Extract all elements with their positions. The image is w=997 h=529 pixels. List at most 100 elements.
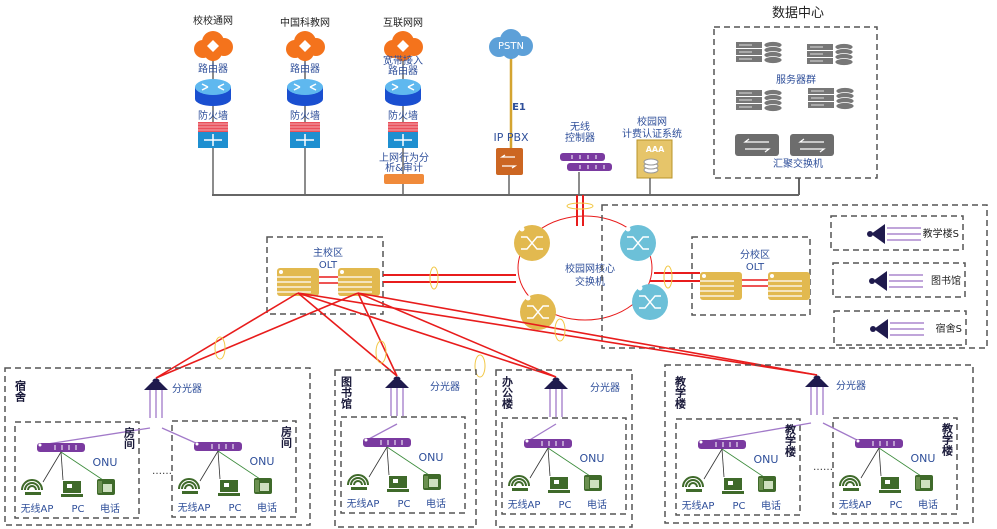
pc-icon (879, 477, 901, 493)
router-icon (195, 79, 231, 106)
pc-icon (722, 478, 744, 494)
ap-label: 无线AP (839, 498, 872, 511)
phone-icon (423, 474, 441, 490)
room-label: 房间 (280, 425, 293, 449)
pstn-label: PSTN (498, 41, 524, 52)
server-cluster-label: 服务器群 (776, 73, 816, 86)
olt-icon (338, 268, 380, 296)
audit-label: 上网行为分 (379, 151, 429, 164)
onu-label: ONU (419, 451, 444, 464)
branch-building-box (833, 310, 967, 346)
building-box-office (495, 369, 633, 528)
router-label: 宽带接入 (383, 54, 423, 67)
link-line (878, 447, 882, 477)
phone-label: 电话 (100, 502, 120, 515)
core-switch-icon (620, 225, 656, 261)
wlc-label: 控制器 (565, 131, 595, 144)
link-line (386, 446, 430, 476)
core-switch-icon (520, 294, 556, 330)
pc-icon (548, 477, 570, 493)
pc-icon (61, 481, 83, 497)
room-label: 房间 (123, 426, 136, 450)
branch-building-label: 图书馆 (931, 274, 961, 287)
wireless-controller-icon (560, 153, 612, 171)
cloud-icon (194, 31, 233, 61)
label: OLT (319, 260, 338, 271)
room-box (340, 416, 466, 514)
aaa-server-icon: AAA (636, 139, 673, 179)
ap-label: 无线AP (508, 498, 541, 511)
building-box-dorm (4, 367, 311, 526)
link-aggregation-mark (663, 265, 673, 289)
datacenter-box (713, 26, 878, 179)
onu-label: ONU (93, 456, 118, 469)
olt-icon (277, 268, 319, 296)
link-line (547, 447, 591, 477)
pc-label: PC (558, 500, 571, 511)
onu-label: ONU (754, 453, 779, 466)
building-label: 图书馆 (340, 376, 353, 410)
room-box (14, 421, 140, 519)
link-line (529, 447, 549, 479)
pc-label: PC (889, 500, 902, 511)
server-icon (807, 43, 854, 66)
aggregation-switch-icon (735, 134, 779, 156)
network-label: 互联网网 (383, 17, 423, 29)
server-icon (736, 89, 783, 112)
wireless-ap-icon (839, 475, 861, 491)
router-label: 路由器 (388, 64, 418, 77)
wireless-ap-icon (178, 478, 200, 494)
pc-label: PC (397, 499, 410, 510)
link-line (217, 450, 261, 480)
link-line (217, 450, 221, 480)
wireless-ap-icon (682, 476, 704, 492)
branch-campus-box (601, 204, 988, 349)
e1-label: E1 (512, 102, 526, 113)
phone-icon (584, 475, 602, 491)
wlc-label: 无线 (570, 120, 590, 133)
core-switch-icon (632, 284, 668, 320)
link-line (368, 446, 388, 478)
branch-building-label: 教学楼S (923, 227, 959, 240)
phone-icon (254, 478, 272, 494)
phone-label: 电话 (761, 499, 781, 512)
splitter-icon (385, 376, 409, 388)
firewall-label: 防火墙 (198, 109, 228, 122)
drop-fiber (40, 427, 151, 446)
network-label: 中国科教网 (280, 16, 330, 29)
olt-icon (700, 272, 742, 300)
aggregation-switch-icon (790, 134, 834, 156)
splitter-icon (805, 375, 829, 387)
router-icon (385, 79, 421, 106)
splitter-icon (544, 377, 568, 389)
core-switch-icon (514, 225, 550, 261)
aaa-badge: AAA (646, 145, 665, 154)
ippbx-label: IP PBX (493, 131, 529, 144)
audit-label: 析&审计 (385, 161, 423, 174)
pstn-cloud-icon (489, 29, 533, 59)
link-aggregation-mark (429, 266, 439, 290)
splitter-label: 分光器 (836, 379, 866, 392)
pc-label: PC (228, 503, 241, 514)
phone-label: 电话 (257, 501, 277, 514)
wireless-ap-icon (508, 475, 530, 491)
onu-icon (363, 438, 411, 447)
link-aggregation-mark (566, 202, 594, 210)
fiber-line (155, 292, 299, 379)
drop-fiber (527, 423, 557, 442)
fiber-line (357, 292, 818, 376)
aggregation-switch-label: 汇聚交换机 (773, 157, 823, 170)
link-aggregation-mark (375, 340, 387, 364)
more-indicator: …… (813, 462, 833, 473)
server-icon (808, 87, 855, 110)
branch-splitter-icon (870, 319, 924, 339)
fiber-line (155, 292, 359, 379)
building-label: 教学楼 (674, 375, 688, 410)
firewall-icon (198, 122, 228, 148)
onu-icon (698, 440, 746, 449)
more-indicator: …… (152, 466, 172, 477)
wireless-ap-icon (347, 474, 369, 490)
drop-fiber (366, 423, 398, 441)
link-line (860, 447, 880, 479)
phone-label: 电话 (426, 497, 446, 510)
